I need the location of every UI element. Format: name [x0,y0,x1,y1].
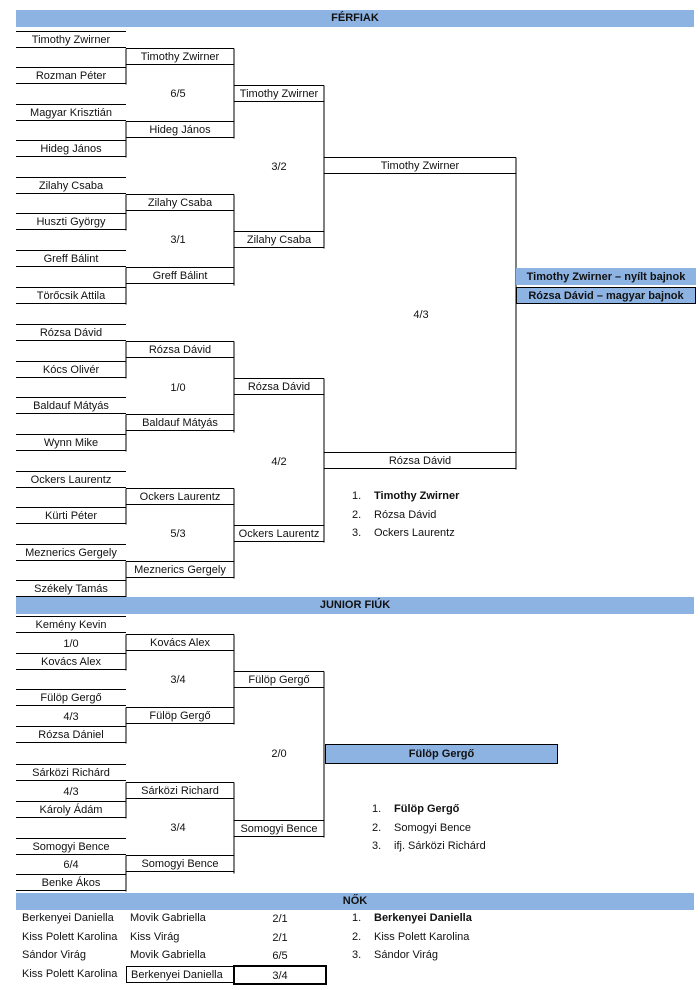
junior-r2-player: Somogyi Bence [126,855,234,872]
match-score: 6/5 [170,88,186,100]
result-place-1: 1.Timothy Zwirner [352,490,460,502]
men-r1-player: Rozman Péter [16,67,126,84]
section-header-women: NŐK [16,893,694,910]
match-score: 4/2 [271,456,287,468]
men-r2-player: Zilahy Csaba [126,194,234,211]
match-score: 3/1 [170,234,186,246]
section-header-men: FÉRFIAK [16,10,694,27]
men-r1-player: Huszti György [16,213,126,230]
national-champion-banner: Rózsa Dávid – magyar bajnok [516,287,696,304]
match-score: 1/0 [170,382,186,394]
men-r1-player: Baldauf Mátyás [16,397,126,414]
women-score: 2/1 [272,932,288,944]
result-place-3: 3.Sándor Virág [352,949,439,961]
match-score: 4/3 [63,786,79,798]
open-champion-banner: Timothy Zwirner – nyílt bajnok [516,268,696,285]
men-r2-player: Baldauf Mátyás [126,414,234,431]
women-player-a: Sándor Virág [22,949,87,961]
men-r1-player: Magyar Krisztián [16,104,126,121]
result-place-3: 3.Ockers Laurentz [352,527,455,539]
result-place-2: 2.Somogyi Bence [372,822,472,834]
women-player-b: Movik Gabriella [130,949,206,961]
men-r2-player: Ockers Laurentz [126,488,234,505]
junior-r1-player: Rózsa Dániel [16,726,126,743]
junior-r2-player: Fülöp Gergő [126,707,234,724]
men-r1-player: Zilahy Csaba [16,177,126,194]
result-place-2: 2.Rózsa Dávid [352,509,437,521]
junior-r1-player: Kovács Alex [16,653,126,670]
men-r2-player: Meznerics Gergely [126,561,234,578]
result-place-2: 2.Kiss Polett Karolina [352,931,470,943]
men-r2-player: Timothy Zwirner [126,48,234,65]
match-score: 1/0 [63,638,79,650]
women-player-a: Kiss Polett Karolina [22,968,118,980]
women-player-a: Kiss Polett Karolina [22,931,118,943]
men-r1-player: Meznerics Gergely [16,544,126,561]
women-player-a: Berkenyei Daniella [22,912,114,924]
match-score: 4/3 [63,711,79,723]
men-finalist: Timothy Zwirner [324,157,516,174]
men-r2-player: Greff Bálint [126,267,234,284]
junior-r3-player: Fülöp Gergő [234,671,324,688]
women-score: 6/5 [272,950,288,962]
result-place-3: 3.ifj. Sárközi Richárd [372,840,486,852]
men-r1-player: Kürti Péter [16,507,126,524]
junior-r3-player: Somogyi Bence [234,820,324,837]
men-r1-player: Törőcsik Attila [16,287,126,304]
section-header-junior: JUNIOR FIÚK [16,597,694,614]
men-r1-player: Ockers Laurentz [16,471,126,488]
junior-r1-player: Sárközi Richárd [16,764,126,781]
men-r2-player: Hideg János [126,121,234,138]
men-r3-player: Zilahy Csaba [234,231,324,248]
men-r3-player: Ockers Laurentz [234,525,324,542]
match-score: 5/3 [170,528,186,540]
result-place-1: 1.Berkenyei Daniella [352,912,472,924]
match-score: 3/4 [170,674,186,686]
men-r1-player: Rózsa Dávid [16,324,126,341]
junior-winner-banner: Fülöp Gergő [325,744,558,764]
junior-r1-player: Kemény Kevin [16,616,126,633]
men-r1-player: Székely Tamás [16,580,126,597]
junior-r1-player: Károly Ádám [16,801,126,818]
final-score: 2/0 [271,748,287,760]
match-score: 3/2 [271,161,287,173]
match-score: 3/4 [170,822,186,834]
junior-r2-player: Sárközi Richard [126,782,234,799]
junior-r1-player: Somogyi Bence [16,838,126,855]
men-r1-player: Timothy Zwirner [16,31,126,48]
men-r1-player: Greff Bálint [16,250,126,267]
men-r3-player: Timothy Zwirner [234,85,324,102]
men-r1-player: Wynn Mike [16,434,126,451]
result-place-1: 1.Fülöp Gergő [372,803,460,815]
men-r2-player: Rózsa Dávid [126,341,234,358]
women-score: 3/4 [233,965,327,985]
men-finalist: Rózsa Dávid [324,452,516,469]
junior-r2-player: Kovács Alex [126,634,234,651]
women-score: 2/1 [272,913,288,925]
men-r1-player: Hideg János [16,140,126,157]
men-r1-player: Kócs Olivér [16,361,126,378]
junior-r1-player: Benke Ákos [16,874,126,891]
women-player-b: Movik Gabriella [130,912,206,924]
junior-r1-player: Fülöp Gergő [16,689,126,706]
women-player-b: Berkenyei Daniella [126,966,233,983]
final-score: 4/3 [413,309,429,321]
men-r3-player: Rózsa Dávid [234,378,324,395]
match-score: 6/4 [63,859,79,871]
women-player-b: Kiss Virág [130,931,180,943]
